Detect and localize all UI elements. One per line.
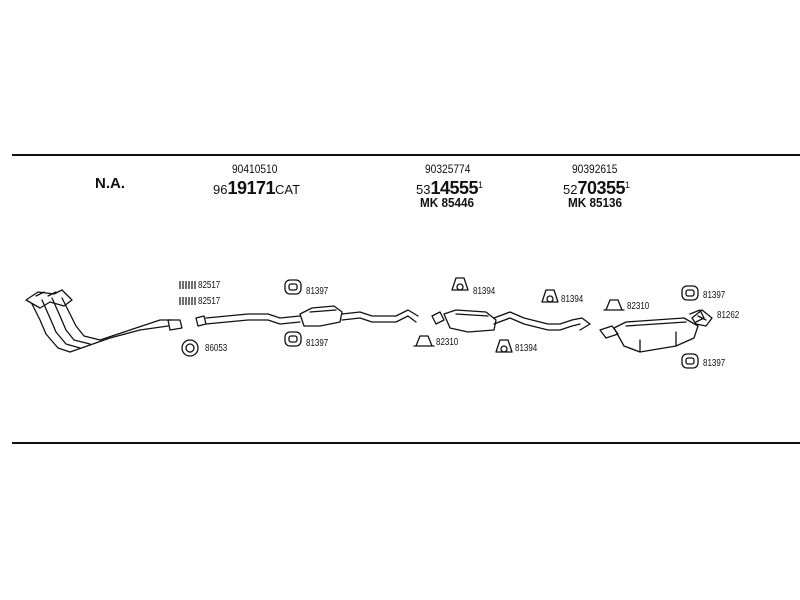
- part-label: 81397: [306, 286, 329, 297]
- part-label: 81262: [717, 310, 740, 321]
- part-label: 81397: [703, 290, 726, 301]
- part-label: 86053: [205, 343, 228, 354]
- front-pipe-catalyst: [195, 305, 419, 327]
- part-label: 81397: [306, 338, 329, 349]
- part-number: 52703551: [563, 178, 631, 198]
- rear-silencer: [599, 309, 705, 353]
- rubber-hanger-icon: [284, 277, 699, 369]
- bracket-icon: [691, 309, 713, 327]
- part-label: 81394: [561, 294, 584, 305]
- oe-number: 90410510: [232, 162, 278, 176]
- part-label: 81394: [473, 286, 496, 297]
- bottom-divider: [12, 442, 800, 444]
- exhaust-manifold: [25, 289, 183, 353]
- part-label: 81397: [703, 358, 726, 369]
- part-label: 82517: [198, 280, 221, 291]
- top-divider: [12, 154, 800, 156]
- part-label: 82310: [627, 301, 650, 312]
- mk-number: MK 85136: [568, 195, 622, 210]
- gasket-ring-icon: [181, 339, 199, 357]
- u-clamp-icon: [413, 299, 625, 347]
- na-label: N.A.: [95, 175, 125, 192]
- centre-silencer: [431, 309, 591, 333]
- part-label: 82310: [436, 337, 459, 348]
- part-label: 81394: [515, 343, 538, 354]
- oe-number: 90325774: [425, 162, 471, 176]
- oe-number: 90392615: [572, 162, 618, 176]
- part-label: 82517: [198, 296, 221, 307]
- part-number: 9619171CAT: [213, 178, 301, 198]
- mk-number: MK 85446: [420, 195, 474, 210]
- spring-clamp-icon: [179, 281, 196, 305]
- part-number: 53145551: [416, 178, 484, 198]
